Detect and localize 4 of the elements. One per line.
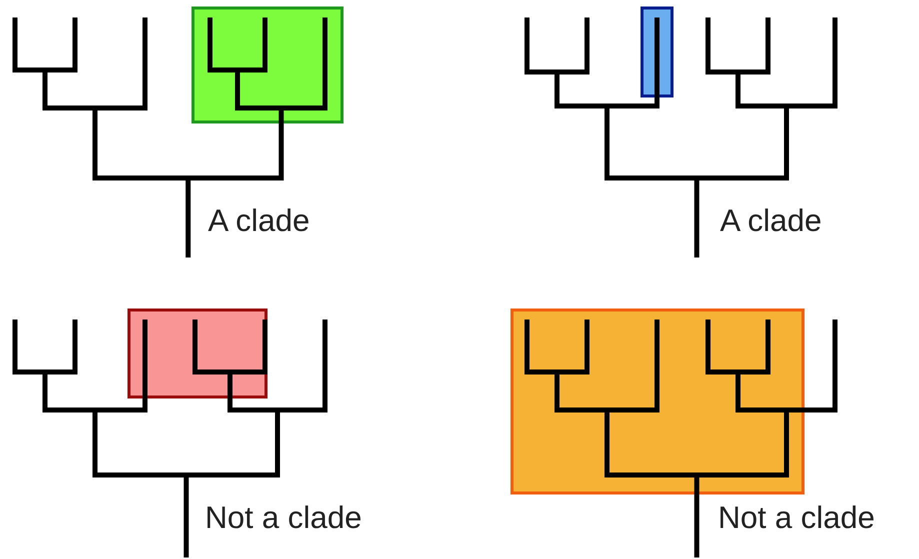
clade-label: Not a clade	[205, 502, 362, 533]
clade-label: Not a clade	[718, 502, 875, 533]
clade-label: A clade	[208, 205, 310, 236]
clade-label: A clade	[720, 205, 822, 236]
